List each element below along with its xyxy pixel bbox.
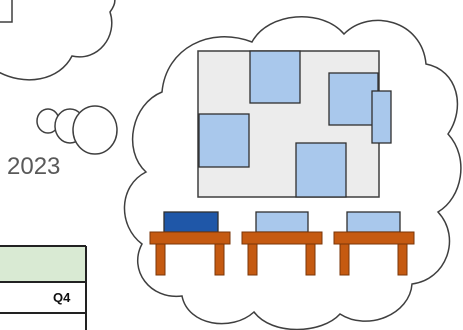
desk-3-laptop xyxy=(346,211,401,233)
desk-2-laptop xyxy=(255,211,309,233)
desk-1-laptop xyxy=(163,211,219,233)
thought-cloud-top-left xyxy=(0,0,116,81)
desk-3-top xyxy=(333,231,415,245)
desk-2-leg-right xyxy=(305,243,316,276)
board-panel-right xyxy=(328,72,379,126)
desk-1 xyxy=(149,211,231,276)
desk-1-top xyxy=(149,231,231,245)
thought-bubble-large xyxy=(72,105,118,155)
table-header-q4: Q4 xyxy=(53,290,71,305)
desk-3 xyxy=(333,211,415,276)
board-panel-top xyxy=(249,50,301,104)
board-panel-bottom xyxy=(295,142,347,198)
desk-3-leg-left xyxy=(339,243,350,276)
desk-1-leg-left xyxy=(155,243,166,276)
desk-3-leg-right xyxy=(397,243,408,276)
desk-1-leg-right xyxy=(214,243,225,276)
cloud-inner-frame xyxy=(0,0,13,23)
desk-2 xyxy=(241,211,323,276)
board-panel-right-strip xyxy=(371,90,392,144)
table-header-band xyxy=(0,246,86,282)
year-label: 2023 xyxy=(7,153,60,180)
desk-2-leg-left xyxy=(247,243,258,276)
board-panel-left xyxy=(198,113,250,168)
desk-2-top xyxy=(241,231,323,245)
